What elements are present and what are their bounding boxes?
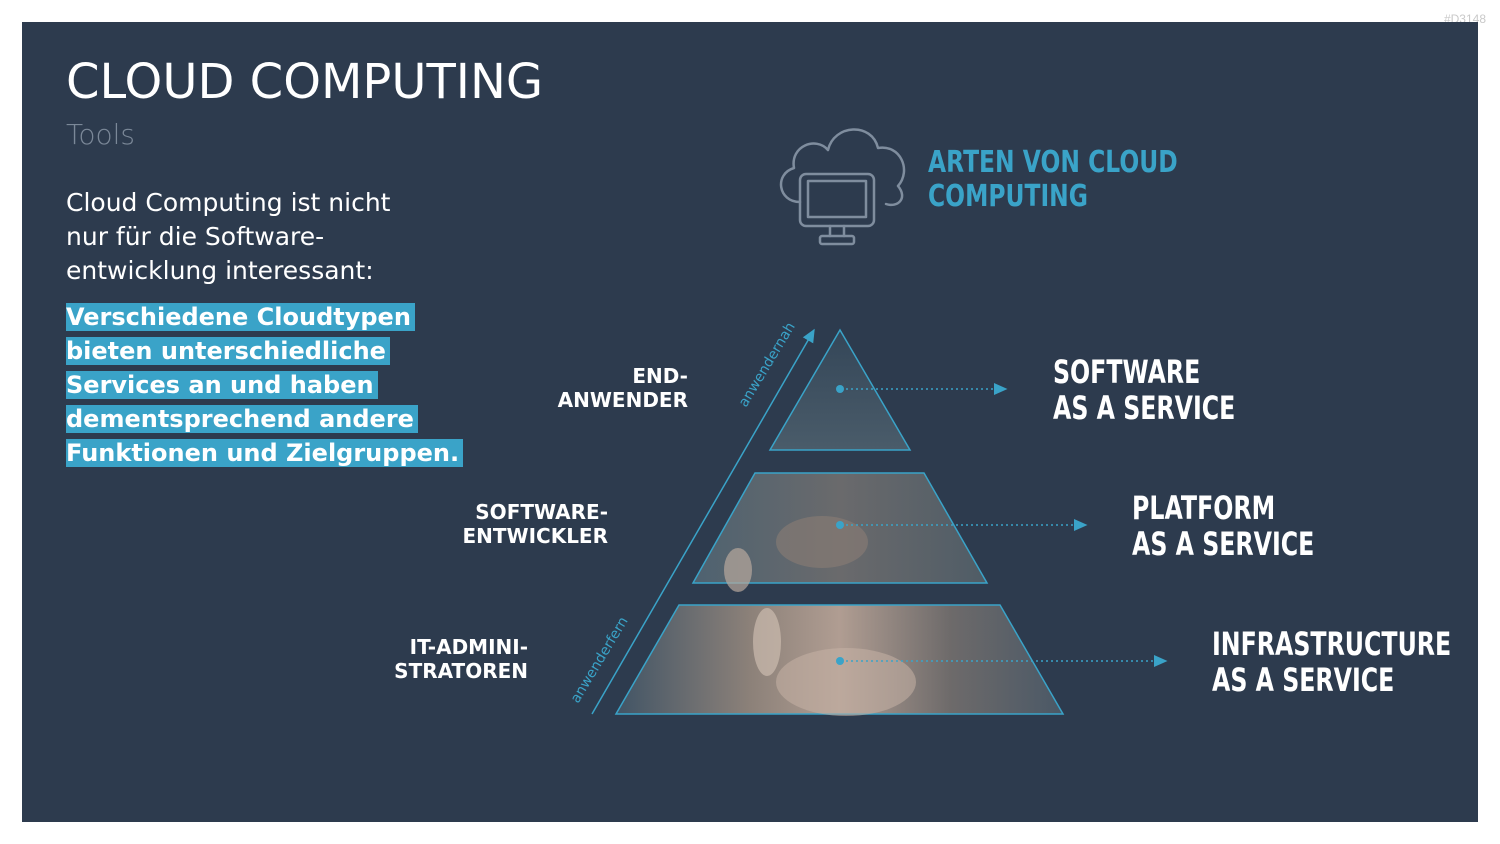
role-end-user-line2: ANWENDER [558,388,688,412]
axis-label-bottom: anwenderfern [568,614,632,706]
service-saas-line2: AS A SERVICE [1053,389,1235,427]
service-iaas-line2: AS A SERVICE [1212,661,1394,699]
service-saas-line1: SOFTWARE [1053,353,1200,391]
service-paas: PLATFORM AS A SERVICE [1132,490,1314,562]
role-software-developer-line1: SOFTWARE- [475,500,608,524]
slide: CLOUD COMPUTING Tools Cloud Computing is… [22,22,1478,822]
role-software-developer-line2: ENTWICKLER [462,524,608,548]
role-it-admin-line1: IT-ADMINI- [410,635,528,659]
axis-label-top: anwendernah [736,320,799,410]
role-end-user: END- ANWENDER [558,364,688,412]
service-paas-line1: PLATFORM [1132,489,1275,527]
role-software-developer: SOFTWARE- ENTWICKLER [462,500,608,548]
role-it-admin-line2: STRATOREN [394,659,528,683]
service-iaas-line1: INFRASTRUCTURE [1212,625,1451,663]
service-pyramid: anwendernah anwenderfern [22,22,1478,822]
service-iaas: INFRASTRUCTURE AS A SERVICE [1212,626,1451,698]
role-end-user-line1: END- [632,364,688,388]
role-it-admin: IT-ADMINI- STRATOREN [394,635,528,683]
service-paas-line2: AS A SERVICE [1132,525,1314,563]
service-saas: SOFTWARE AS A SERVICE [1053,354,1235,426]
